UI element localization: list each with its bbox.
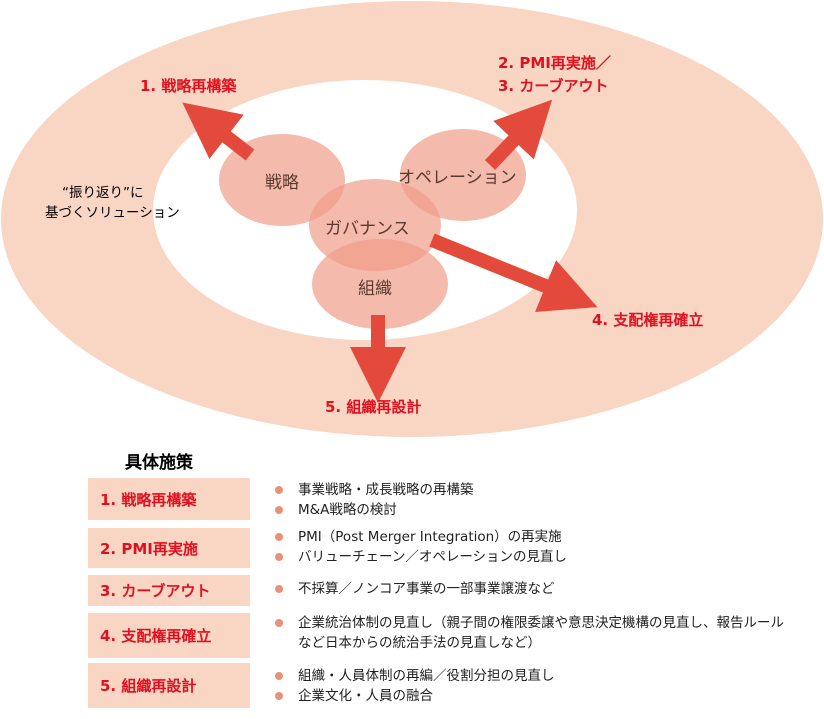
- bullet-icon: [275, 672, 283, 680]
- circle-organization: [312, 239, 448, 329]
- bullet-icon: [275, 692, 283, 700]
- measure-label-2: 2. PMI再実施: [88, 528, 250, 568]
- note-line2: 基づくソリューション: [45, 205, 180, 221]
- note-line1: “振り返り”に: [62, 185, 144, 201]
- arrow-label-5: 5. 組織再設計: [325, 398, 422, 416]
- arrow-label-1: 1. 戦略再構築: [140, 77, 237, 95]
- circle-label-strategy: 戦略: [265, 173, 299, 193]
- bullet-icon: [275, 619, 283, 627]
- arrow-1: [182, 102, 255, 161]
- measure-label-3: 3. カーブアウト: [88, 575, 250, 606]
- measure-items-3: 不採算／ノンコア事業の一部事業譲渡など: [275, 579, 555, 599]
- measure-label-5: 5. 組織再設計: [88, 663, 250, 708]
- item-text: PMI（Post Merger Integration）の再実施: [298, 529, 562, 545]
- circle-label-organization: 組織: [358, 279, 392, 299]
- item-text: 事業戦略・成長戦略の再構築: [298, 482, 474, 498]
- measure-items-2: PMI（Post Merger Integration）の再実施 バリューチェー…: [275, 527, 567, 567]
- bullet-icon: [275, 553, 283, 561]
- arrow-label-2: 2. PMI再実施／: [498, 54, 611, 72]
- arrow-label-4: 4. 支配権再確立: [592, 311, 704, 329]
- measure-label-1: 1. 戦略再構築: [88, 478, 250, 520]
- item-text: M&A戦略の検討: [298, 502, 397, 518]
- circle-label-governance: ガバナンス: [325, 219, 410, 239]
- item-text: バリューチェーン／オペレーションの見直し: [298, 549, 568, 565]
- circle-strategy: [219, 134, 345, 226]
- item-text: 企業文化・人員の融合: [298, 688, 433, 704]
- bullet-icon: [275, 533, 283, 541]
- item-text: 企業統治体制の見直し（親子間の権限委譲や意思決定機構の見直し、報告ルールなど日本…: [298, 615, 784, 651]
- arrow-4: [429, 233, 598, 313]
- measure-items-5: 組織・人員体制の再編／役割分担の見直し 企業文化・人員の融合: [275, 666, 555, 706]
- bullet-icon: [275, 486, 283, 494]
- circle-label-operation: オペレーション: [398, 168, 517, 188]
- measure-items-1: 事業戦略・成長戦略の再構築 M&A戦略の検討: [275, 480, 474, 520]
- measures-title: 具体施策: [125, 453, 193, 473]
- measure-items-4: 企業統治体制の見直し（親子間の権限委譲や意思決定機構の見直し、報告ルールなど日本…: [275, 613, 795, 653]
- arrow-2-3: [484, 99, 553, 170]
- bullet-icon: [275, 506, 283, 514]
- bullet-icon: [275, 585, 283, 593]
- arrow-label-3: 3. カーブアウト: [498, 77, 609, 95]
- item-text: 不採算／ノンコア事業の一部事業譲渡など: [298, 581, 555, 597]
- measure-label-4: 4. 支配権再確立: [88, 613, 250, 658]
- item-text: 組織・人員体制の再編／役割分担の見直し: [298, 668, 555, 684]
